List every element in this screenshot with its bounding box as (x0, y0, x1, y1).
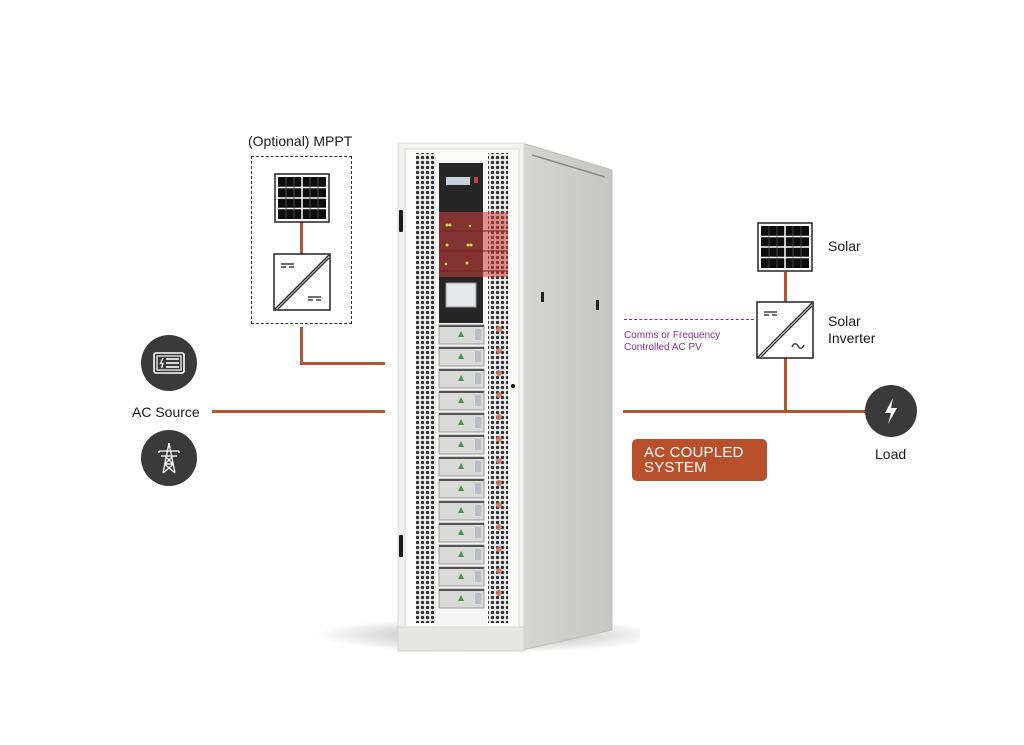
transmission-tower-icon (141, 430, 197, 486)
solar-inverter-label-line1: Solar (828, 313, 861, 329)
solar-label: Solar (828, 238, 861, 254)
comms-dashed-line (624, 319, 754, 320)
battery-module (438, 588, 502, 609)
comms-label: Comms or Frequency Controlled AC PV (624, 330, 720, 354)
comms-label-line2: Controlled AC PV (624, 342, 702, 353)
solar-inverter-label: Solar Inverter (828, 313, 875, 347)
battery-module (438, 346, 502, 367)
wire-mppt-horizontal (300, 362, 385, 365)
badge-line1: AC COUPLED (644, 444, 744, 461)
ac-source-label: AC Source (132, 404, 200, 420)
solar-inverter-label-line2: Inverter (828, 330, 876, 346)
battery-module (438, 456, 502, 477)
battery-module (438, 566, 502, 587)
ac-coupled-system-badge: AC COUPLED SYSTEM (632, 439, 767, 481)
solar-panel-icon (757, 222, 813, 272)
battery-module (438, 522, 502, 543)
battery-module (438, 434, 502, 455)
mppt-label: (Optional) MPPT (248, 133, 353, 149)
battery-cabinet-illustration (300, 135, 640, 670)
dc-dc-converter-icon (273, 253, 331, 311)
load-label: Load (875, 446, 907, 462)
battery-module (438, 412, 502, 433)
mppt-dashed-box (251, 156, 352, 324)
wire-ac-bus-right (623, 410, 868, 413)
battery-module (438, 500, 502, 521)
wire-mppt-vertical (300, 327, 303, 364)
generator-icon (141, 335, 197, 391)
badge-line2: SYSTEM (644, 459, 707, 476)
lightning-bolt-icon (865, 385, 917, 437)
wire-inverter-to-bus (784, 358, 787, 412)
dc-ac-inverter-icon (756, 301, 814, 359)
battery-module (438, 368, 502, 389)
wire-ac-source (212, 410, 385, 413)
battery-module (438, 478, 502, 499)
battery-module (438, 390, 502, 411)
battery-module (438, 324, 502, 345)
solar-panel-icon (274, 173, 330, 223)
wire-solar-to-inverter (784, 272, 787, 302)
wire-mppt-panel-to-converter (300, 222, 303, 254)
battery-module (438, 544, 502, 565)
comms-label-line1: Comms or Frequency (624, 330, 721, 341)
